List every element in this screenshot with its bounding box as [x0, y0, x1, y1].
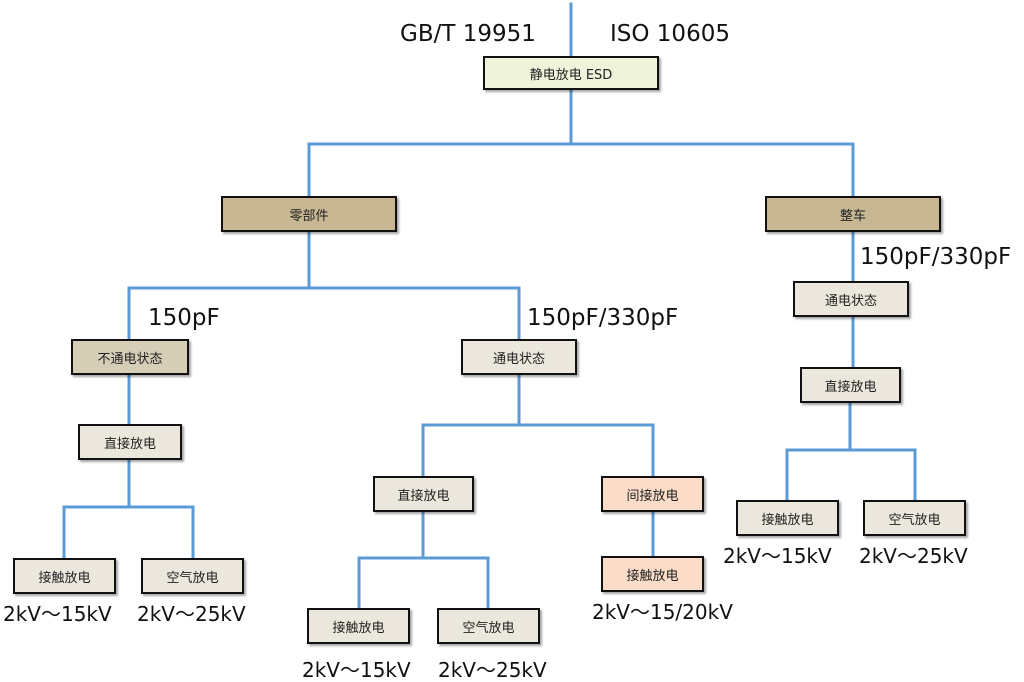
components-node: 零部件: [221, 196, 397, 232]
powered-state-node: 通电状态: [461, 339, 577, 375]
vehicle-air-range: 2kV～25kV: [859, 544, 968, 568]
unpowered-state-node: 不通电状态: [71, 339, 189, 375]
standard-gb-label: GB/T 19951: [400, 21, 536, 47]
powered-capacitance-label: 150pF/330pF: [527, 305, 679, 331]
unpowered-capacitance-label: 150pF: [148, 305, 220, 331]
powered-air-range: 2kV～25kV: [438, 658, 547, 682]
powered-air-discharge-node: 空气放电: [437, 608, 540, 644]
unpowered-contact-range: 2kV～15kV: [3, 602, 112, 626]
powered-contact-range: 2kV～15kV: [302, 658, 411, 682]
indirect-contact-discharge-node: 接触放电: [601, 556, 704, 592]
vehicle-node: 整车: [765, 196, 941, 232]
unpowered-direct-discharge-node: 直接放电: [78, 424, 182, 460]
indirect-contact-range: 2kV～15/20kV: [592, 600, 733, 624]
unpowered-air-discharge-node: 空气放电: [141, 558, 244, 594]
standard-iso-label: ISO 10605: [610, 21, 730, 47]
vehicle-contact-range: 2kV～15kV: [723, 544, 832, 568]
unpowered-air-range: 2kV～25kV: [137, 602, 246, 626]
powered-direct-discharge-node: 直接放电: [373, 476, 474, 512]
unpowered-contact-discharge-node: 接触放电: [13, 558, 116, 594]
vehicle-powered-state-node: 通电状态: [793, 281, 909, 317]
vehicle-air-discharge-node: 空气放电: [863, 500, 966, 536]
powered-indirect-discharge-node: 间接放电: [601, 476, 704, 512]
root-esd-node: 静电放电 ESD: [483, 56, 659, 90]
powered-contact-discharge-node: 接触放电: [307, 608, 410, 644]
vehicle-capacitance-label: 150pF/330pF: [860, 244, 1012, 270]
vehicle-contact-discharge-node: 接触放电: [736, 500, 839, 536]
vehicle-direct-discharge-node: 直接放电: [800, 367, 901, 403]
